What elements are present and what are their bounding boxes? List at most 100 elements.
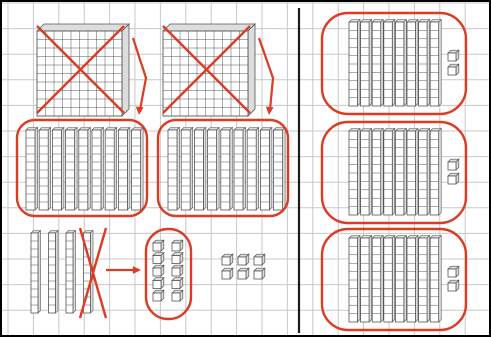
ten-rod — [274, 128, 286, 211]
ten-rod — [372, 129, 383, 216]
ten-rod — [118, 128, 129, 211]
unit-cube — [153, 240, 164, 251]
arrow-icon — [259, 38, 274, 115]
ten-rod — [372, 236, 383, 323]
ten-rod — [407, 236, 418, 323]
cube-front-face — [448, 67, 456, 75]
ten-rod — [194, 128, 206, 211]
loose-ones — [448, 50, 459, 75]
ten-rod — [39, 128, 51, 211]
ten-rod — [361, 20, 372, 107]
ten-rod — [221, 128, 233, 211]
cube-front-face — [254, 271, 262, 279]
unit-cube — [222, 254, 233, 265]
cube-front-face — [222, 271, 230, 279]
ten-rod — [132, 128, 144, 211]
ten-rod — [79, 128, 91, 211]
unit-cube — [172, 240, 183, 251]
cube-front-face — [448, 176, 456, 184]
cube-front-face — [238, 271, 246, 279]
unit-cube — [238, 254, 249, 265]
circled-ones — [153, 240, 183, 301]
ten-rod — [395, 236, 406, 323]
flat-side-face — [122, 24, 129, 116]
cube-front-face — [448, 283, 456, 291]
unit-cube — [153, 253, 164, 264]
cube-front-face — [172, 243, 180, 251]
flat-top-face — [163, 24, 255, 31]
ten-rod — [384, 20, 395, 107]
ten-rod — [181, 128, 193, 211]
ten-rod — [208, 128, 220, 211]
unit-cube — [222, 268, 233, 279]
ten-rod — [26, 128, 38, 211]
unit-cube — [448, 280, 459, 291]
ten-rod-group — [26, 128, 143, 211]
ten-rod — [349, 20, 360, 107]
flat-side-face — [248, 24, 255, 116]
cube-front-face — [222, 257, 230, 265]
cube-front-face — [172, 256, 180, 264]
cube-front-face — [448, 269, 456, 277]
cube-front-face — [172, 293, 180, 301]
hundred-flat — [163, 24, 255, 116]
unit-cube — [238, 268, 249, 279]
ten-rod — [247, 128, 259, 211]
cube-front-face — [238, 257, 246, 265]
ten-rod — [52, 128, 64, 211]
ten-rod — [430, 236, 441, 323]
arrow-head — [266, 107, 274, 115]
ten-rod — [31, 231, 41, 314]
unit-cube — [448, 266, 459, 277]
ten-rod-group — [349, 129, 441, 216]
arrow-icon — [106, 266, 141, 274]
ten-rod — [168, 128, 180, 211]
ten-rod — [384, 129, 395, 216]
ten-rod — [407, 129, 418, 216]
unit-cube — [448, 173, 459, 184]
unit-cube — [153, 278, 164, 289]
unit-cube — [153, 265, 164, 276]
ten-rod — [395, 129, 406, 216]
unit-cube — [153, 290, 164, 301]
arrow-head — [133, 266, 141, 274]
cube-front-face — [153, 293, 161, 301]
unit-cube — [172, 253, 183, 264]
ten-rod — [407, 20, 418, 107]
ten-rod — [234, 128, 246, 211]
ten-rod — [384, 236, 395, 323]
ten-rod — [430, 129, 441, 216]
ten-rod — [349, 129, 360, 216]
unit-cube — [254, 268, 265, 279]
ten-rod — [260, 128, 272, 211]
arrow-head — [136, 107, 144, 115]
ten-rod — [372, 20, 383, 107]
ten-rod — [419, 236, 430, 323]
ten-rod — [419, 20, 430, 107]
ten-rod — [361, 129, 372, 216]
ten-rod — [430, 20, 441, 107]
unit-cube — [448, 50, 459, 61]
cube-front-face — [172, 281, 180, 289]
cube-front-face — [153, 243, 161, 251]
ten-rod — [105, 128, 117, 211]
unit-cube — [172, 278, 183, 289]
unit-cube — [254, 254, 265, 265]
cube-front-face — [448, 53, 456, 61]
hundred-flat — [37, 24, 129, 116]
flat-top-face — [37, 24, 129, 31]
ten-rod — [92, 128, 104, 211]
ten-rod-group — [349, 20, 441, 107]
unit-cube — [448, 159, 459, 170]
loose-ones — [222, 254, 265, 279]
ten-rod — [361, 236, 372, 323]
unit-cube — [172, 265, 183, 276]
ten-rod — [49, 231, 59, 314]
cube-front-face — [254, 257, 262, 265]
ten-rod — [66, 128, 78, 211]
cube-front-face — [153, 268, 161, 276]
ten-rod — [419, 129, 430, 216]
ten-rod — [349, 236, 360, 323]
unit-cube — [448, 64, 459, 75]
